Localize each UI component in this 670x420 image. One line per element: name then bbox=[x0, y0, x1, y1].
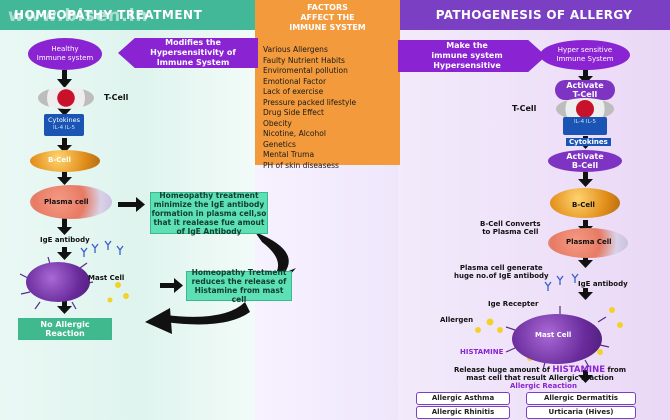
factors-box bbox=[255, 0, 400, 165]
bcell-converts-label: B-Cell Converts to Plasma Cell bbox=[480, 220, 541, 236]
release-suffix: from mast cell that result Allergic reac… bbox=[466, 366, 627, 382]
reaction-urticaria: Urticaria (Hives) bbox=[526, 406, 636, 419]
plasma-cell-image bbox=[30, 185, 112, 219]
cytokines-sub: IL-4 IL-5 bbox=[53, 125, 75, 131]
hypersensitive-immune-ellipse: Hyper sensitive Immune System bbox=[540, 40, 630, 70]
mast-cell-label: Mast Cell bbox=[88, 274, 125, 282]
cytokines-sub-right: IL-4 IL-5 bbox=[574, 119, 596, 125]
cytokines-box: Cytokines IL-4 IL-5 bbox=[44, 114, 84, 136]
reaction-asthma: Allergic Asthma bbox=[416, 392, 510, 405]
allergen-label: Allergen bbox=[440, 316, 474, 324]
mast-cell-image-right bbox=[512, 314, 602, 364]
factor-item: Nicotine, Alcohol bbox=[263, 129, 326, 138]
cytokines-label: Cytokines bbox=[48, 116, 80, 124]
factor-item: PH of skin diseasess bbox=[263, 160, 339, 170]
histamine-label: HISTAMINE bbox=[460, 348, 504, 356]
reaction-rhinitis: Allergic Rhinitis bbox=[416, 406, 510, 419]
plasma-cell-image-right bbox=[548, 228, 628, 258]
no-allergic-reaction-box: No Allergic Reaction bbox=[18, 318, 112, 340]
healthy-immune-ellipse: Healthy Immune system bbox=[28, 38, 102, 70]
bcell-label-right: B-Cell bbox=[572, 201, 595, 209]
watermark: www.bisen.in bbox=[8, 6, 149, 26]
factor-item: Emotional Factor bbox=[263, 76, 327, 86]
cytokines-box-right: IL-4 IL-5 bbox=[563, 117, 607, 135]
arrow-shaft bbox=[62, 70, 67, 80]
homeopathy-header: HOMEOPATHY TREATMENT bbox=[0, 0, 255, 30]
modifies-arrow-banner: Modifies the Hypersensitivity of Immune … bbox=[118, 38, 258, 68]
ige-antibody-label: IgE antibody bbox=[40, 236, 90, 244]
factor-item: Obecity bbox=[263, 118, 292, 128]
mast-cell-image bbox=[26, 262, 90, 302]
homeopathy-tretment-box: Homeopathy Tretment reduces the release … bbox=[186, 268, 292, 304]
factor-item: Mental Truma bbox=[263, 150, 315, 159]
bcell-image-right bbox=[550, 188, 620, 218]
activate-tcell-box: Activate T-Cell bbox=[555, 80, 615, 100]
ige-recepter-label: Ige Recepter bbox=[488, 300, 539, 308]
tcell-label: T-Cell bbox=[104, 93, 129, 102]
release-prefix: Release huge amount of bbox=[453, 366, 550, 374]
release-histamine-text: Release huge amount of HISTAMINE from ma… bbox=[420, 366, 660, 382]
release-histamine: HISTAMINE bbox=[552, 365, 605, 375]
make-hypersensitive-banner: Make the immune system Hypersensitive bbox=[398, 40, 546, 72]
factor-item: Various Allergens bbox=[263, 45, 328, 54]
plasma-cell-label: Plasma cell bbox=[44, 198, 89, 206]
homeopathy-treatment-box: Homeopathy treatment minimize the IgE an… bbox=[150, 190, 268, 236]
plasma-cell-label-right: Plasma Cell bbox=[566, 238, 612, 246]
tcell-image-right bbox=[556, 98, 614, 120]
activate-bcell-box: Activate B-Cell bbox=[548, 150, 622, 172]
plasma-generate-label: Plasma cell generate huge no.of IgE anti… bbox=[454, 264, 549, 280]
factor-item: Pressure packed lifestyle bbox=[263, 97, 357, 107]
factor-item: Lack of exercise bbox=[263, 87, 324, 96]
reaction-dermatitis: Allergic Dermatitis bbox=[526, 392, 636, 405]
bcell-label: B-Cell bbox=[48, 156, 71, 164]
arrow-head bbox=[57, 79, 72, 88]
allergic-reaction-title: Allergic Reaction bbox=[510, 382, 577, 390]
factor-item: Enviromental pollution bbox=[263, 66, 348, 75]
ige-antibody-label-right: IgE antibody bbox=[578, 280, 628, 288]
factor-item: Genetics bbox=[263, 139, 296, 149]
tcell-image bbox=[38, 87, 94, 109]
factors-title: FACTORS AFFECT THE IMMUNE SYSTEM bbox=[289, 3, 366, 32]
factor-item: Faulty Nutrient Habits bbox=[263, 55, 345, 65]
cytokines-label-right: Cytokines bbox=[566, 138, 611, 146]
bcell-image bbox=[30, 150, 100, 172]
mast-cell-label-right: Mast Cell bbox=[535, 331, 572, 339]
pathogenesis-header: PATHOGENESIS OF ALLERGY bbox=[398, 0, 670, 30]
tcell-label-right: T-Cell bbox=[512, 104, 537, 113]
factor-item: Drug Side Effect bbox=[263, 108, 324, 117]
